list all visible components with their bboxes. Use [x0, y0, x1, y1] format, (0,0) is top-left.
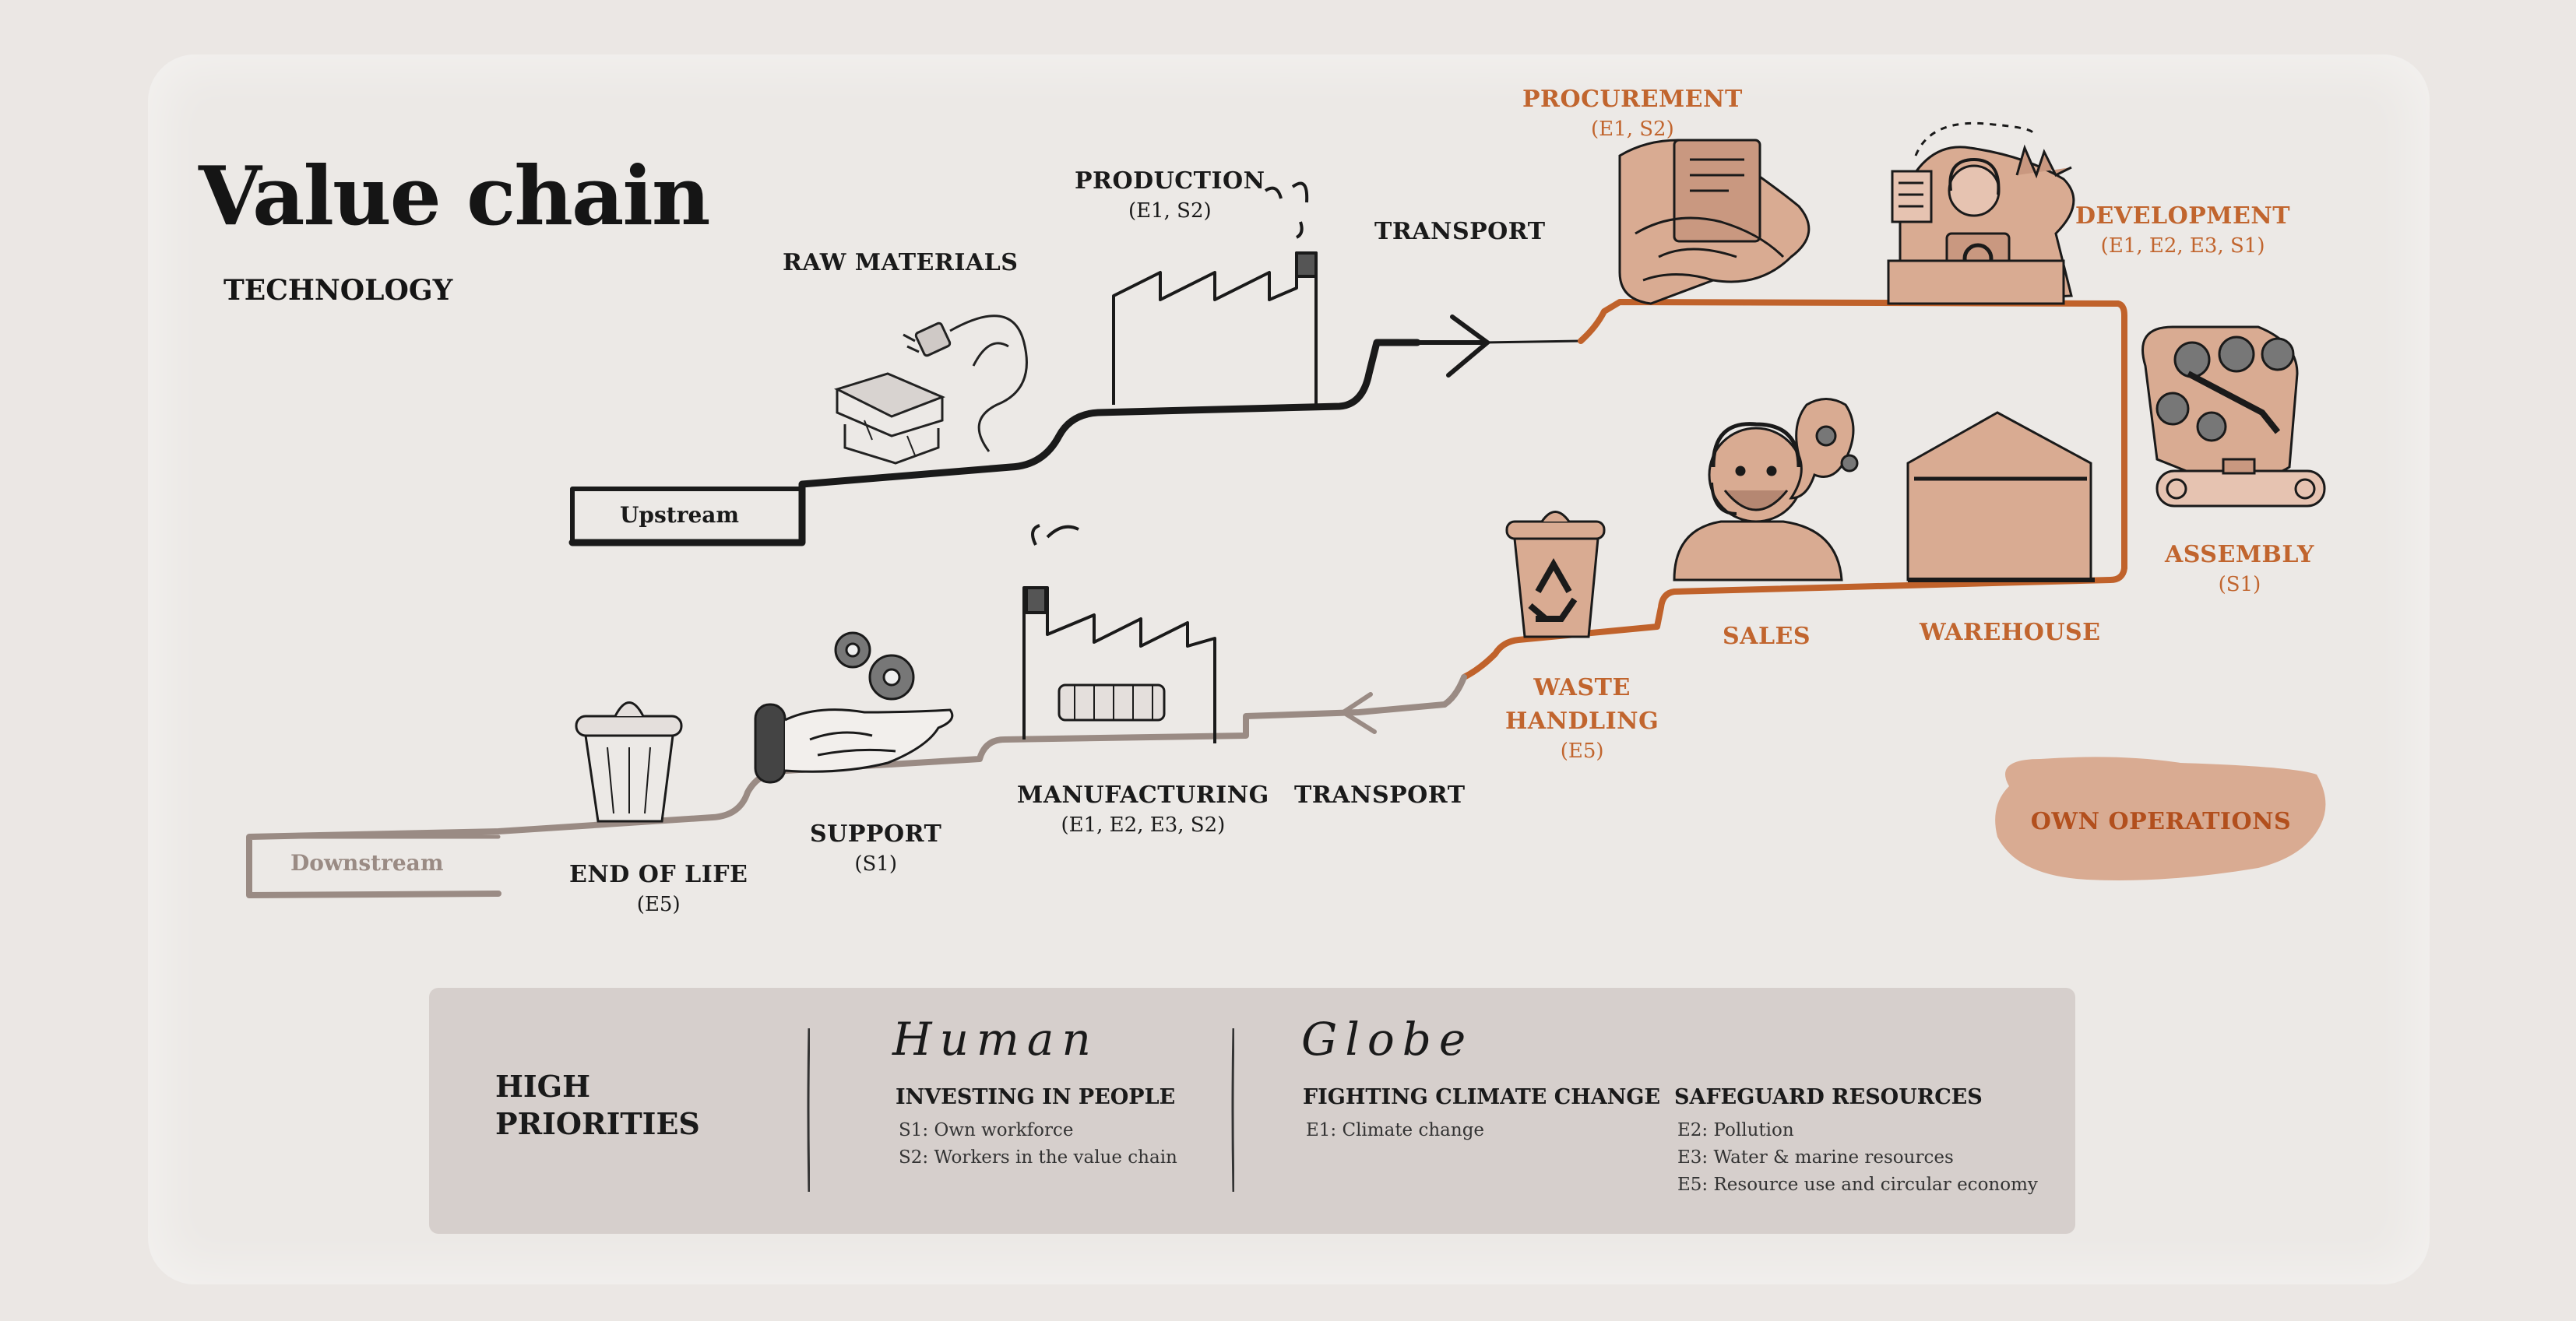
- assembly-robot-illustration: [2141, 325, 2326, 508]
- recycle-bin-icon: [1505, 511, 1606, 638]
- warehouse-name: WAREHOUSE: [1920, 619, 2101, 646]
- page-title: Value chain: [199, 148, 710, 244]
- manufacturing-name: MANUFACTURING: [1017, 782, 1269, 809]
- upstream-path: [568, 339, 1421, 546]
- priority-item: E5: Resource use and circular economy: [1677, 1175, 2038, 1195]
- page-subtitle: TECHNOLOGY: [223, 274, 453, 307]
- fighting-climate-change-group: FIGHTING CLIMATE CHANGE E1: Climate chan…: [1303, 1085, 1660, 1147]
- development-codes: (E1, E2, E3, S1): [2100, 234, 2265, 258]
- own-operations-label: OWN OPERATIONS: [2030, 807, 2292, 835]
- assembly-codes: (S1): [2218, 573, 2261, 596]
- globe-script-title: Globe: [1301, 1013, 1474, 1066]
- support-codes: (S1): [854, 852, 897, 876]
- assembly-label: ASSEMBLY (S1): [2165, 541, 2314, 596]
- priority-item: E3: Water & marine resources: [1677, 1147, 1954, 1168]
- human-script-title: Human: [892, 1013, 1099, 1066]
- procurement-name: PROCUREMENT: [1522, 86, 1743, 113]
- transport-downstream-label: TRANSPORT: [1294, 782, 1466, 809]
- warehouse-icon: [1906, 411, 2095, 582]
- trash-bin-icon: [575, 701, 683, 823]
- divider-globe: [1231, 1028, 1234, 1192]
- transport-upstream-name: TRANSPORT: [1374, 218, 1546, 245]
- transport-upstream-label: TRANSPORT: [1374, 218, 1546, 245]
- priority-item: S2: Workers in the value chain: [899, 1147, 1177, 1168]
- downstream-arrow: [1339, 692, 1377, 734]
- production-name: PRODUCTION: [1075, 167, 1265, 195]
- manufacturing-label: MANUFACTURING (E1, E2, E3, S2): [1017, 782, 1269, 837]
- support-name: SUPPORT: [810, 820, 942, 848]
- end-of-life-label: END OF LIFE (E5): [569, 861, 748, 916]
- high-priorities-line2: PRIORITIES: [495, 1106, 700, 1141]
- high-priorities-panel: HIGH PRIORITIES Human INVESTING IN PEOPL…: [429, 988, 2075, 1234]
- manufacturing-codes: (E1, E2, E3, S2): [1061, 813, 1226, 837]
- sales-agent-illustration: [1673, 398, 1859, 581]
- waste-handling-name-line2: HANDLING: [1505, 708, 1659, 735]
- raw-materials-name: RAW MATERIALS: [783, 249, 1019, 276]
- raw-materials-illustration: [833, 314, 1028, 465]
- procurement-codes: (E1, S2): [1591, 118, 1674, 141]
- end-of-life-name: END OF LIFE: [569, 861, 748, 888]
- assembly-name: ASSEMBLY: [2165, 541, 2314, 568]
- support-hand-illustration: [754, 631, 954, 784]
- production-label: PRODUCTION (E1, S2): [1075, 167, 1265, 223]
- upstream-arrow: [1384, 314, 1582, 378]
- waste-handling-label: WASTE HANDLING (E5): [1505, 674, 1659, 763]
- investing-in-people-title: INVESTING IN PEOPLE: [896, 1085, 1176, 1109]
- high-priorities-heading: HIGH PRIORITIES: [495, 1068, 700, 1143]
- downstream-label: Downstream: [290, 850, 444, 876]
- fighting-climate-change-title: FIGHTING CLIMATE CHANGE: [1303, 1085, 1661, 1109]
- production-codes: (E1, S2): [1128, 199, 1212, 223]
- end-of-life-codes: (E5): [636, 893, 681, 916]
- manufacturing-factory-illustration: [1022, 524, 1216, 743]
- procurement-label: PROCUREMENT (E1, S2): [1522, 86, 1743, 141]
- sales-name: SALES: [1723, 623, 1811, 650]
- high-priorities-line1: HIGH: [495, 1069, 591, 1104]
- developer-illustration: [1887, 121, 2075, 305]
- safeguard-resources-title: SAFEGUARD RESOURCES: [1674, 1085, 1983, 1109]
- warehouse-label: WAREHOUSE: [1920, 619, 2101, 646]
- raw-materials-label: RAW MATERIALS: [783, 249, 1018, 276]
- priority-item: S1: Own workforce: [899, 1120, 1074, 1140]
- development-label: DEVELOPMENT (E1, E2, E3, S1): [2075, 202, 2290, 258]
- divider-human: [807, 1028, 810, 1192]
- own-operations-path: [1461, 299, 2127, 680]
- production-factory-illustration: [1112, 181, 1318, 405]
- transport-downstream-name: TRANSPORT: [1294, 782, 1466, 809]
- sales-label: SALES: [1723, 623, 1811, 650]
- waste-handling-name-line1: WASTE: [1533, 674, 1631, 701]
- development-name: DEVELOPMENT: [2075, 202, 2291, 230]
- waste-handling-codes: (E5): [1560, 740, 1604, 763]
- safeguard-resources-group: SAFEGUARD RESOURCES E2: Pollution E3: Wa…: [1674, 1085, 2038, 1202]
- handshake-icon: [1618, 139, 1811, 305]
- upstream-label: Upstream: [620, 502, 740, 528]
- investing-in-people-group: INVESTING IN PEOPLE S1: Own workforce S2…: [896, 1085, 1177, 1175]
- priority-item: E2: Pollution: [1677, 1120, 1794, 1140]
- priority-item: E1: Climate change: [1306, 1120, 1485, 1140]
- support-label: SUPPORT (S1): [810, 820, 941, 876]
- own-operations-blob: [1995, 757, 2326, 880]
